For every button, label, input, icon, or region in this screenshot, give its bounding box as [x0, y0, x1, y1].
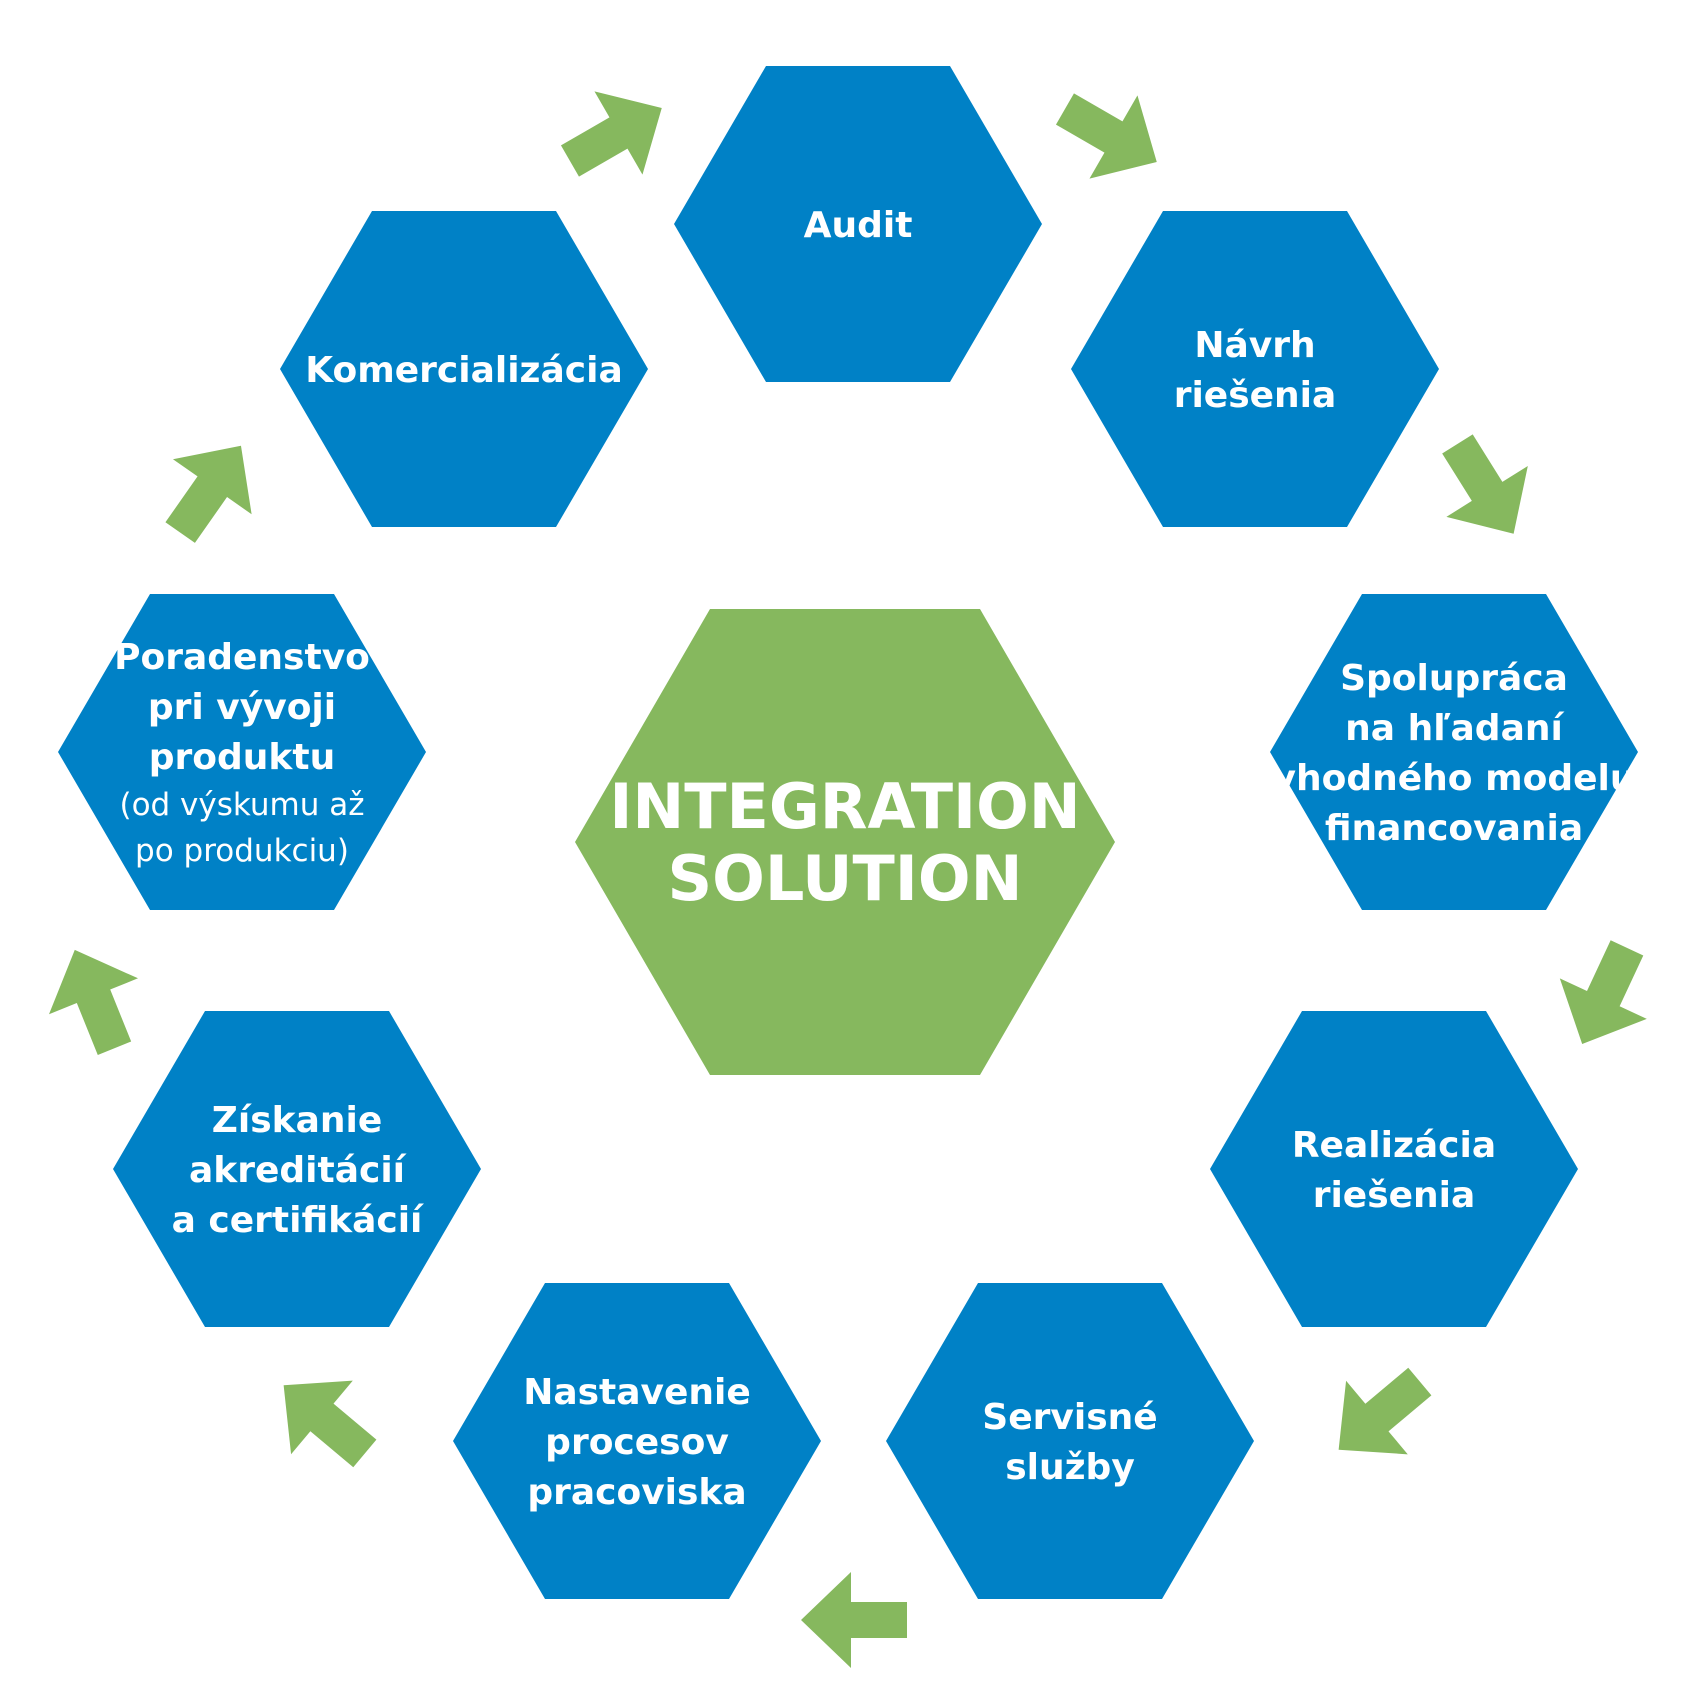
step-label-line: Nastavenie [523, 1372, 751, 1413]
center-title-line: INTEGRATION [609, 770, 1080, 843]
step-label-line: a certifikácií [172, 1200, 424, 1241]
step-label-line: služby [1005, 1447, 1135, 1488]
step-poradenstvo: Poradenstvo pri vývoji produktu (od výskumu… [58, 594, 426, 910]
step-hexagons: INTEGRATIONSOLUTIONAuditNávrhriešeniaSpo… [58, 66, 1638, 1599]
step-ziskanie: Získanie akreditácií a certifikácií [113, 1011, 481, 1327]
step-label-line: vhodného modelu [1273, 758, 1636, 799]
step-hexagon-shape [1270, 594, 1638, 910]
step-label-line: akreditácií [189, 1150, 407, 1191]
step-hexagon-shape [453, 1283, 821, 1599]
step-label-line: riešenia [1174, 375, 1337, 416]
step-hexagon-shape [280, 211, 648, 527]
step-hexagon-shape [674, 66, 1042, 382]
cycle-arrow-icon [801, 1572, 907, 1668]
step-label-line: pri vývoji [148, 687, 336, 728]
step-label-line: financovania [1325, 808, 1583, 849]
cycle-arrow-icon [1559, 940, 1647, 1044]
step-realizacia: Realizácia riešenia [1210, 1011, 1578, 1327]
step-hexagon-shape [58, 594, 426, 910]
cycle-arrow-icon [283, 1380, 377, 1468]
step-hexagon-shape [1210, 1011, 1578, 1327]
center-hexagon-shape [575, 609, 1115, 1075]
step-sublabel-line: po produkciu) [135, 833, 349, 869]
step-spolupraca: Spolupráca na hľadaní vhodného modelu finan… [1270, 594, 1638, 910]
step-servisne: Servisné služby [886, 1283, 1254, 1599]
step-label-line: Poradenstvo [114, 637, 370, 678]
step-hexagon-shape [886, 1283, 1254, 1599]
step-label-line: Spolupráca [1340, 658, 1568, 699]
step-label-line: produktu [149, 737, 335, 778]
step-hexagon-shape [113, 1011, 481, 1327]
step-label-line: Audit [804, 205, 913, 246]
step-label-line: pracoviska [527, 1472, 746, 1513]
step-label-line: na hľadaní [1345, 708, 1564, 749]
step-label-line: Získanie [212, 1100, 383, 1141]
step-audit: Audit [674, 66, 1042, 382]
step-label-line: riešenia [1313, 1175, 1476, 1216]
step-label-line: procesov [545, 1422, 729, 1463]
step-label-line: Komercializácia [305, 350, 623, 391]
step-label-line: Servisné [982, 1397, 1157, 1438]
step-label-line: Realizácia [1292, 1125, 1496, 1166]
cycle-arrow-icon [165, 445, 252, 543]
step-sublabel-line: (od výskumu až [119, 787, 364, 823]
cycle-arrow-icon [1442, 434, 1528, 534]
cycle-arrow-icon [1055, 93, 1157, 179]
step-hexagon-shape [1071, 211, 1439, 527]
step-nastavenie: Nastavenie procesov pracoviska [453, 1283, 821, 1599]
cycle-arrow-icon [48, 949, 139, 1055]
step-label-line: Návrh [1194, 325, 1315, 366]
center-title-line: SOLUTION [668, 842, 1023, 915]
step-navrh: Návrh riešenia [1071, 211, 1439, 527]
cycle-arrow-icon [560, 91, 662, 177]
cycle-arrows [48, 91, 1647, 1668]
cycle-arrow-icon [1338, 1367, 1432, 1455]
step-komercializacia: Komercializácia [280, 211, 648, 527]
